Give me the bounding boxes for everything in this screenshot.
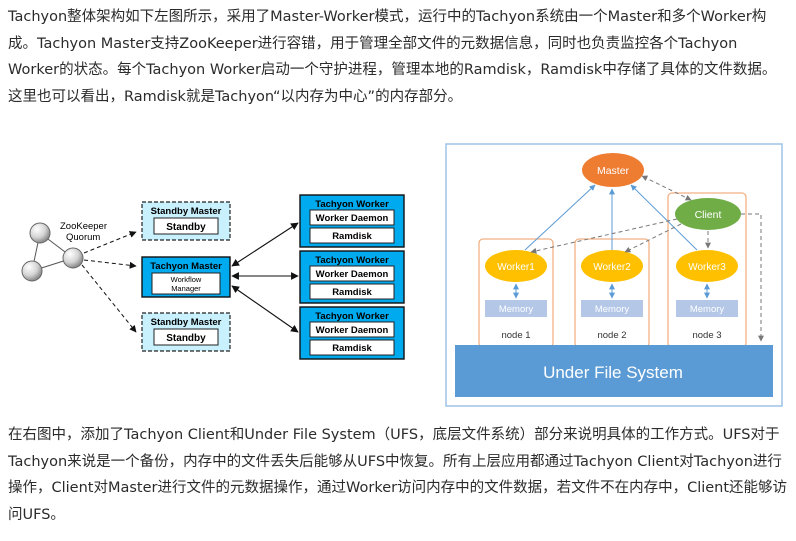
memory-1	[485, 300, 547, 317]
master-label: Master	[597, 165, 630, 177]
svg-text:Tachyon Worker: Tachyon Worker	[315, 255, 389, 266]
zookeeper-node	[21, 260, 43, 282]
worker3-node	[676, 250, 738, 282]
svg-text:Tachyon Master: Tachyon Master	[150, 261, 222, 272]
svg-text:Memory: Memory	[499, 304, 534, 315]
svg-text:Standby: Standby	[166, 333, 206, 344]
svg-text:Tachyon Worker: Tachyon Worker	[315, 199, 389, 210]
svg-text:Worker Daemon: Worker Daemon	[316, 325, 389, 336]
master-node	[582, 153, 644, 187]
svg-text:Worker Daemon: Worker Daemon	[316, 269, 389, 280]
zookeeper-node	[29, 222, 51, 244]
svg-text:Worker2: Worker2	[593, 262, 631, 273]
client-label: Client	[695, 209, 722, 221]
svg-text:Memory: Memory	[690, 304, 725, 315]
svg-text:Standby Master: Standby Master	[151, 317, 222, 328]
memory-3	[676, 300, 738, 317]
tachyon-worker-2: Tachyon Worker Worker Daemon Ramdisk	[299, 250, 405, 304]
intro-paragraph: Tachyon整体架构如下左图所示，采用了Master-Worker模式，运行中…	[8, 9, 777, 105]
svg-text:Tachyon Worker: Tachyon Worker	[315, 311, 389, 322]
standby-master-bottom: Standby Master Standby	[141, 312, 231, 352]
tachyon-architecture-diagram: ZooKeeper Quorum Standby Master Standby …	[18, 188, 436, 364]
node-1-label: node 1	[501, 330, 530, 341]
under-file-system	[455, 345, 773, 397]
node-2-label: node 2	[597, 330, 626, 341]
quorum-label: Quorum	[66, 232, 100, 243]
svg-text:Workflow: Workflow	[171, 275, 202, 284]
svg-text:Manager: Manager	[171, 284, 201, 293]
worker1-node	[485, 250, 547, 282]
zookeeper-node	[62, 247, 84, 269]
explain-paragraph: 在右图中，添加了Tachyon Client和Under File System…	[8, 427, 788, 523]
standby-master-top: Standby Master Standby	[141, 201, 231, 241]
client-ufs-diagram: Master Client Worker1 Worker2 Worker3 Me…	[445, 143, 791, 411]
zookeeper-label: ZooKeeper	[60, 221, 107, 232]
svg-text:Standby Master: Standby Master	[151, 206, 222, 217]
svg-text:Worker3: Worker3	[688, 262, 726, 273]
tachyon-worker-1: Tachyon Worker Worker Daemon Ramdisk	[299, 194, 405, 248]
memory-2	[581, 300, 643, 317]
svg-text:Memory: Memory	[595, 304, 630, 315]
client-node	[675, 198, 741, 230]
svg-text:Worker Daemon: Worker Daemon	[316, 213, 389, 224]
tachyon-worker-3: Tachyon Worker Worker Daemon Ramdisk	[299, 306, 405, 360]
svg-text:Ramdisk: Ramdisk	[332, 287, 372, 298]
worker2-node	[581, 250, 643, 282]
zookeeper-quorum: ZooKeeper Quorum	[21, 221, 107, 282]
svg-text:Ramdisk: Ramdisk	[332, 231, 372, 242]
svg-text:Standby: Standby	[166, 222, 206, 233]
node-3-label: node 3	[692, 330, 721, 341]
ufs-label: Under File System	[543, 363, 683, 382]
tachyon-master: Tachyon Master Workflow Manager	[141, 256, 231, 298]
svg-text:Worker1: Worker1	[497, 262, 535, 273]
svg-text:Ramdisk: Ramdisk	[332, 343, 372, 354]
